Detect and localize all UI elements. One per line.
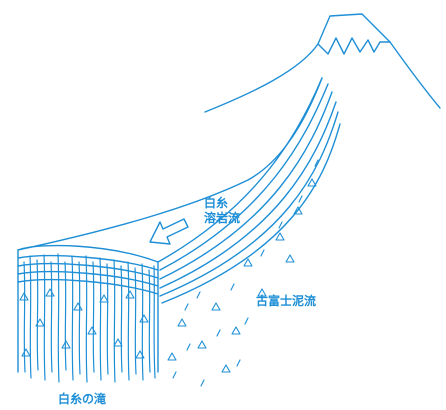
arrow-left-down-icon — [150, 219, 188, 244]
lava-flow-label: 白糸 溶岩流 — [204, 196, 240, 226]
lava-flow-label-line2: 溶岩流 — [204, 211, 240, 226]
triangle-icon — [168, 179, 316, 372]
cliff-face — [18, 246, 158, 372]
lava-flow-bands — [158, 78, 340, 303]
lava-flow-label-line1: 白糸 — [204, 196, 240, 211]
mud-flow-dashes — [173, 160, 318, 386]
waterfall-label: 白糸の滝 — [58, 392, 106, 407]
mud-flow-label: 古富士泥流 — [256, 294, 316, 309]
plateau-outline — [18, 78, 322, 250]
